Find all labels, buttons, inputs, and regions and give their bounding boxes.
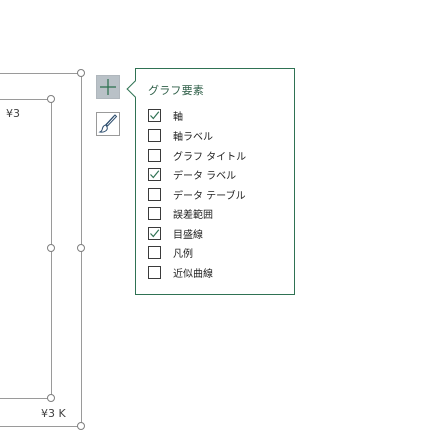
checkmark-icon [150, 110, 160, 119]
plot-area-top-border [0, 99, 51, 100]
option-label: 近似曲線 [173, 268, 213, 280]
checkmark-icon [150, 169, 160, 178]
panel-title: グラフ要素 [148, 84, 204, 97]
checkbox-legend[interactable] [148, 245, 161, 259]
checkbox-gridlines[interactable] [148, 226, 161, 240]
checkbox-chart-title[interactable] [148, 148, 161, 162]
chart-elements-button[interactable] [96, 75, 120, 99]
y-axis-tick-label: ¥3 [6, 107, 20, 120]
option-gridlines[interactable]: 目盛線 [148, 225, 203, 241]
checkbox-trendline[interactable] [148, 265, 161, 279]
plot-handle-top-right[interactable] [47, 95, 55, 103]
option-axis-titles[interactable]: 軸ラベル [148, 127, 213, 143]
option-label: データ ラベル [173, 170, 237, 182]
option-chart-title[interactable]: グラフ タイトル [148, 147, 246, 163]
option-label: 軸 [173, 111, 183, 123]
resize-handle-bottom-right[interactable] [77, 422, 85, 430]
chart-area-top-border [0, 73, 81, 74]
checkbox-data-table[interactable] [148, 187, 161, 201]
option-label: 誤差範囲 [173, 209, 213, 221]
checkbox-data-labels[interactable] [148, 167, 161, 181]
option-label: 凡例 [173, 248, 193, 260]
checkbox-axis-titles[interactable] [148, 128, 161, 142]
option-legend[interactable]: 凡例 [148, 244, 193, 260]
option-label: 目盛線 [173, 229, 203, 241]
option-axes[interactable]: 軸 [148, 107, 183, 123]
option-error-bars[interactable]: 誤差範囲 [148, 205, 213, 221]
checkbox-axes[interactable] [148, 108, 161, 122]
checkbox-error-bars[interactable] [148, 206, 161, 220]
option-trendline[interactable]: 近似曲線 [148, 264, 213, 280]
plus-icon [100, 79, 116, 95]
option-data-labels[interactable]: データ ラベル [148, 166, 236, 182]
panel-pointer [126, 80, 144, 98]
option-label: グラフ タイトル [173, 151, 247, 163]
resize-handle-top-right[interactable] [77, 69, 85, 77]
chart-styles-button[interactable] [96, 112, 120, 136]
plot-area-bottom-border [0, 398, 51, 399]
chart-elements-panel: グラフ要素 軸 軸ラベル グラフ タイトル データ ラベル データ テーブル 誤… [126, 68, 295, 295]
resize-handle-right-middle[interactable] [77, 244, 85, 252]
chart-area-bottom-border [0, 426, 81, 427]
plot-handle-right-middle[interactable] [47, 244, 55, 252]
x-axis-tick-label: ¥3 K [41, 407, 66, 420]
option-label: 軸ラベル [173, 131, 213, 143]
option-label: データ テーブル [173, 190, 246, 202]
plot-handle-bottom-right[interactable] [47, 394, 55, 402]
checkmark-icon [150, 228, 160, 237]
brush-icon [98, 114, 118, 133]
option-data-table[interactable]: データ テーブル [148, 186, 246, 202]
